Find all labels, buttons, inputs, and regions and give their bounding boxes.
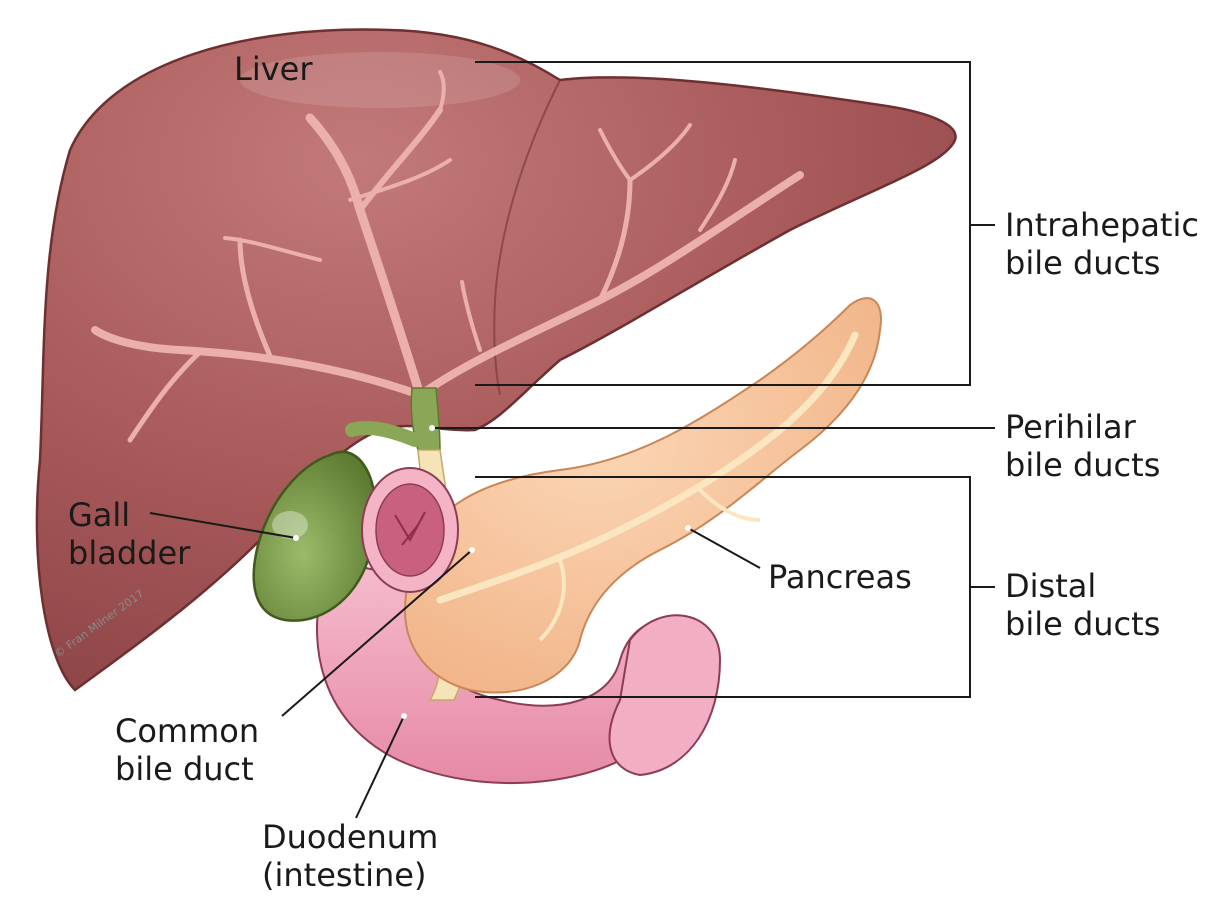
distal-label-line1: Distal xyxy=(1005,567,1160,605)
common-bile-duct-label-line2: bile duct xyxy=(115,750,259,788)
liver-label-text: Liver xyxy=(234,50,313,88)
intrahepatic-label: Intrahepatic bile ducts xyxy=(1005,206,1199,282)
duodenum-cross-section xyxy=(362,468,458,592)
duodenum-label-line2: (intestine) xyxy=(262,856,438,894)
duodenum-label-line1: Duodenum xyxy=(262,818,438,856)
gallbladder-label-line2: bladder xyxy=(68,534,190,572)
pancreas-leader xyxy=(688,528,760,568)
gallbladder-label-line1: Gall xyxy=(68,496,190,534)
duodenum-label: Duodenum (intestine) xyxy=(262,818,438,894)
pancreas-label: Pancreas xyxy=(768,558,912,596)
perihilar-label-line2: bile ducts xyxy=(1005,446,1160,484)
perihilar-label: Perihilar bile ducts xyxy=(1005,408,1160,484)
distal-label-line2: bile ducts xyxy=(1005,605,1160,643)
perihilar-label-line1: Perihilar xyxy=(1005,408,1160,446)
gallbladder-label: Gall bladder xyxy=(68,496,190,572)
intrahepatic-label-line1: Intrahepatic xyxy=(1005,206,1199,244)
liver-label: Liver xyxy=(234,50,313,88)
distal-label: Distal bile ducts xyxy=(1005,567,1160,643)
intrahepatic-label-line2: bile ducts xyxy=(1005,244,1199,282)
common-bile-duct-label-line1: Common xyxy=(115,712,259,750)
common-bile-duct-label: Common bile duct xyxy=(115,712,259,788)
pancreas-label-text: Pancreas xyxy=(768,558,912,596)
